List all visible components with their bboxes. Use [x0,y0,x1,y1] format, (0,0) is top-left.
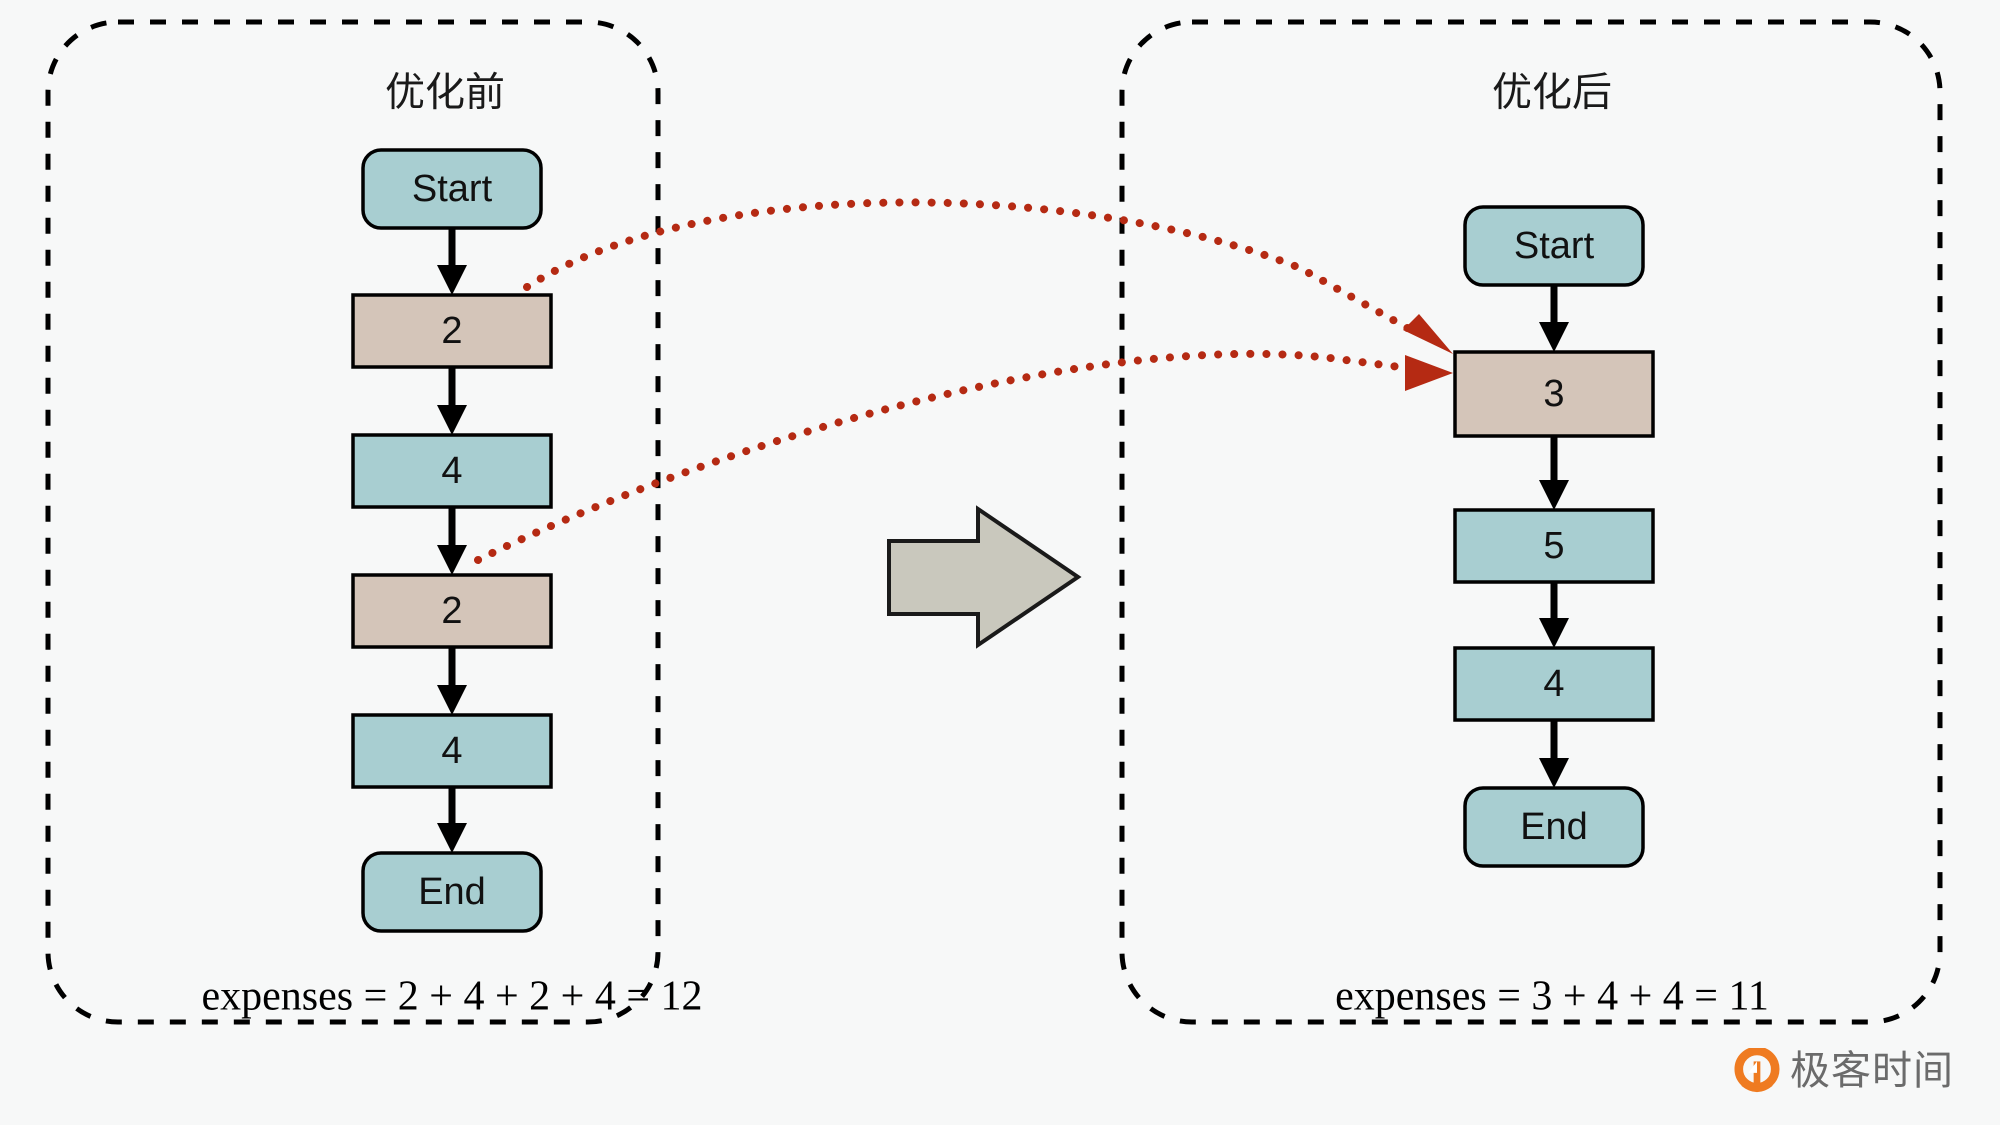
node-before-4b-label: 4 [441,730,462,772]
node-before-2b [351,573,553,649]
merge-arrow-2-path [474,349,1419,564]
arrowhead-before-0 [437,265,467,295]
arrowhead-before-4 [437,823,467,853]
node-before-start-label: Start [412,168,493,210]
arrowhead-before-2 [437,545,467,575]
node-after-4-label: 4 [1543,663,1564,705]
node-after-3-label: 3 [1543,373,1564,415]
node-after-end [1463,786,1645,868]
node-before-end [361,851,543,933]
node-before-4a-label: 4 [441,450,462,492]
panel-before: 优化前 Start 2 4 2 4 [45,19,703,1025]
geekbang-circle-logo-icon [1734,1048,1780,1093]
arrowhead-after-0 [1539,322,1569,352]
node-before-end-label: End [418,871,486,913]
panel-before-border [45,19,661,1025]
watermark: 极客时间 [1734,1048,1954,1094]
node-before-2b-label: 2 [441,590,462,632]
arrowhead-before-3 [437,685,467,715]
node-after-end-label: End [1520,806,1588,848]
block-arrow-right-icon [887,505,1082,649]
panel-after: 优化后 Start 3 5 4 End expenses = 3 [1119,19,1943,1025]
node-after-5-label: 5 [1543,525,1564,567]
node-after-5 [1453,508,1655,584]
node-after-4 [1453,646,1655,722]
merge-arrow-1-path [523,198,1424,339]
transition-block-arrow [887,505,1082,649]
panel-after-expenses: expenses = 3 + 4 + 4 = 11 [1335,974,1769,1020]
panel-after-border [1119,19,1943,1025]
panel-after-title: 优化后 [1492,71,1612,115]
merge-arrow-2-head [1405,355,1453,391]
watermark-text: 极客时间 [1790,1049,1954,1093]
node-before-2a-label: 2 [441,310,462,352]
node-after-3 [1453,350,1655,438]
node-before-2a [351,293,553,369]
merge-arrow-1-head [1403,314,1453,354]
arrowhead-after-2 [1539,618,1569,648]
arrowhead-after-3 [1539,758,1569,788]
panel-before-title: 优化前 [385,71,505,115]
merge-arrow-group [474,198,1453,564]
panel-before-expenses: expenses = 2 + 4 + 2 + 4 = 12 [201,974,702,1020]
arrowhead-before-1 [437,405,467,435]
arrowhead-after-1 [1539,480,1569,510]
node-after-start-label: Start [1514,225,1595,267]
